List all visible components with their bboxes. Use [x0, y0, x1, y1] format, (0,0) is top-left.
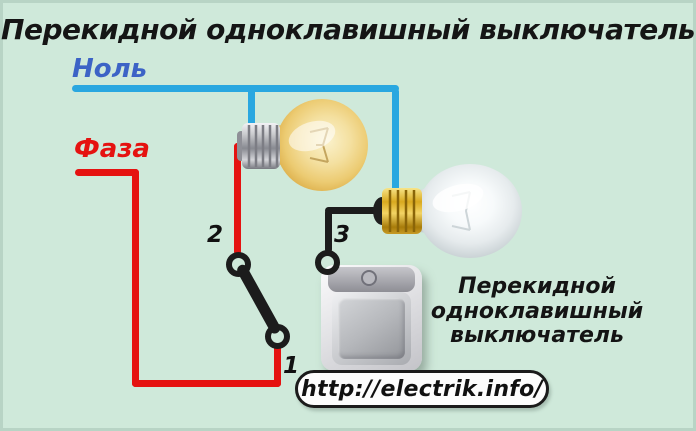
unlit-bulb-icon: [373, 164, 522, 258]
neutral-wire-drop-to-lit-bulb: [248, 88, 255, 136]
phase-wire-riser-to-terminal-1: [274, 344, 281, 387]
terminal-label-2: 2: [207, 222, 224, 248]
neutral-wire-horizontal: [72, 85, 399, 92]
phase-wire-bottom: [132, 380, 281, 387]
wall-switch-icon: [321, 265, 422, 371]
lit-bulb-icon: [237, 99, 368, 191]
neutral-wire-drop-to-unlit-bulb: [392, 88, 399, 206]
phase-wire-vertical: [132, 169, 139, 387]
phase-wire-label: Фаза: [74, 134, 150, 164]
switch-caption: Перекидной одноклавишный выключатель: [430, 274, 644, 349]
terminal-label-3: 3: [334, 222, 351, 248]
website-badge: http://electrik.info/: [295, 370, 549, 408]
terminal-point-2: [226, 252, 251, 277]
wall-switch-key-button: [338, 298, 405, 359]
neutral-wire-label: Ноль: [72, 54, 148, 84]
terminal-label-1: 1: [283, 353, 300, 379]
terminal-point-1: [265, 324, 290, 349]
terminal-point-3: [315, 250, 340, 275]
phase-wire-horizontal: [75, 169, 139, 176]
page-title: Перекидной одноклавишный выключатель: [1, 13, 695, 46]
wall-switch-screw: [361, 270, 377, 286]
website-url: http://electrik.info/: [301, 376, 543, 402]
phase-wire-terminal-2-to-bulb: [234, 143, 241, 255]
jumper-wire-horizontal: [325, 207, 389, 214]
jumper-wire-vertical: [325, 209, 332, 253]
